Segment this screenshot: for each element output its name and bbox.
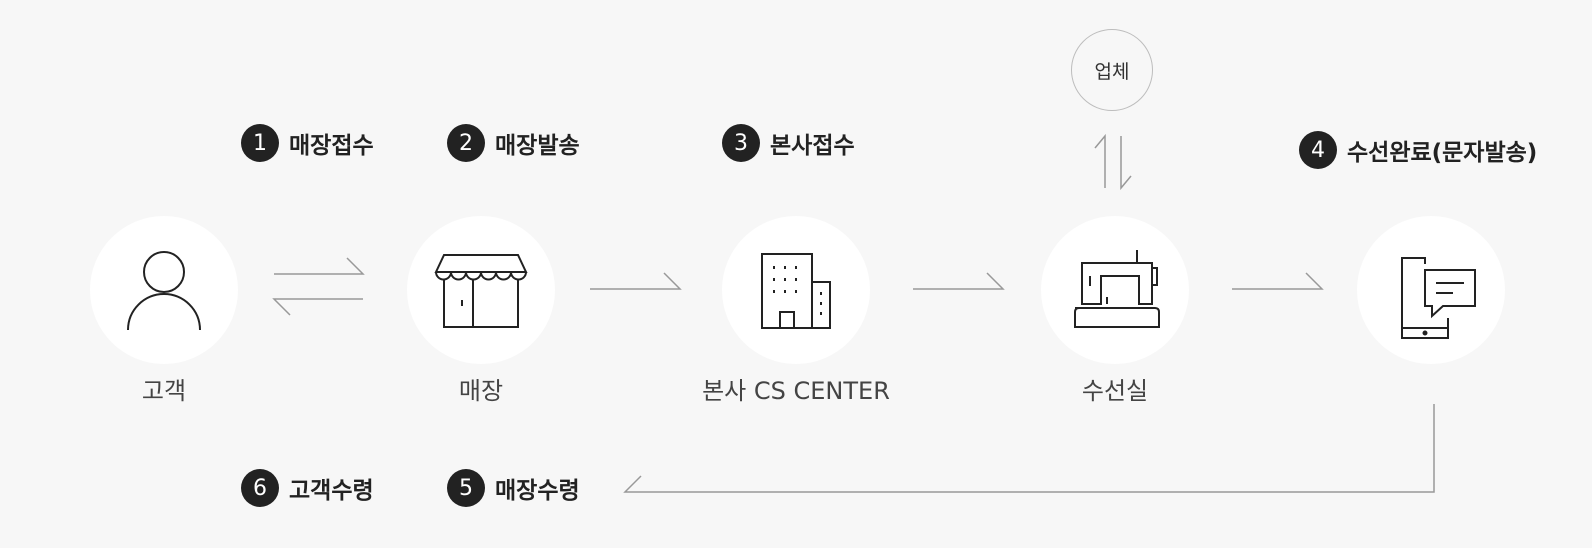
step-number-badge: 5 [447, 469, 485, 507]
repair-room-node [1041, 216, 1189, 364]
vendor-label: 업체 [1094, 60, 1130, 83]
arrow-repair-to-mobile [1232, 272, 1324, 290]
arrow-vendor-to-repair [1120, 136, 1132, 191]
mobile-node [1357, 216, 1505, 364]
hq-node [722, 216, 870, 364]
mobile-message-icon [1401, 257, 1476, 339]
arrow-repair-to-vendor [1094, 133, 1106, 188]
step-number-badge: 4 [1299, 131, 1337, 169]
hq-label: 본사 CS CENTER [702, 377, 890, 405]
customer-label: 고객 [141, 377, 187, 405]
step-number-badge: 6 [241, 469, 279, 507]
step-4: 4 수선완료(문자발송) [1299, 131, 1537, 169]
step-label: 수선완료(문자발송) [1347, 140, 1538, 166]
step-5: 5 매장수령 [447, 469, 580, 507]
step-label: 본사접수 [770, 133, 855, 159]
step-6: 6 고객수령 [241, 469, 374, 507]
step-label: 매장발송 [495, 133, 580, 159]
sewing-machine-icon [1074, 250, 1160, 328]
step-number-badge: 2 [447, 124, 485, 162]
step-label: 고객수령 [289, 478, 374, 504]
customer-node [90, 216, 238, 364]
step-label: 매장수령 [495, 478, 580, 504]
repair-room-label: 수선실 [1081, 377, 1149, 405]
store-label: 매장 [458, 377, 504, 405]
store-node [407, 216, 555, 364]
step-3: 3 본사접수 [722, 124, 855, 162]
person-icon [127, 251, 201, 331]
building-icon [761, 253, 831, 329]
step-2: 2 매장발송 [447, 124, 580, 162]
store-icon [434, 254, 528, 328]
vendor-node: 업체 [1071, 29, 1153, 111]
step-label: 매장접수 [289, 133, 374, 159]
arrow-mobile-to-store [623, 404, 1435, 493]
arrow-customer-to-store [274, 257, 365, 275]
step-number-badge: 1 [241, 124, 279, 162]
step-number-badge: 3 [722, 124, 760, 162]
arrow-store-to-hq [590, 272, 682, 290]
arrow-store-to-customer [272, 298, 363, 316]
arrow-hq-to-repair [913, 272, 1005, 290]
step-1: 1 매장접수 [241, 124, 374, 162]
